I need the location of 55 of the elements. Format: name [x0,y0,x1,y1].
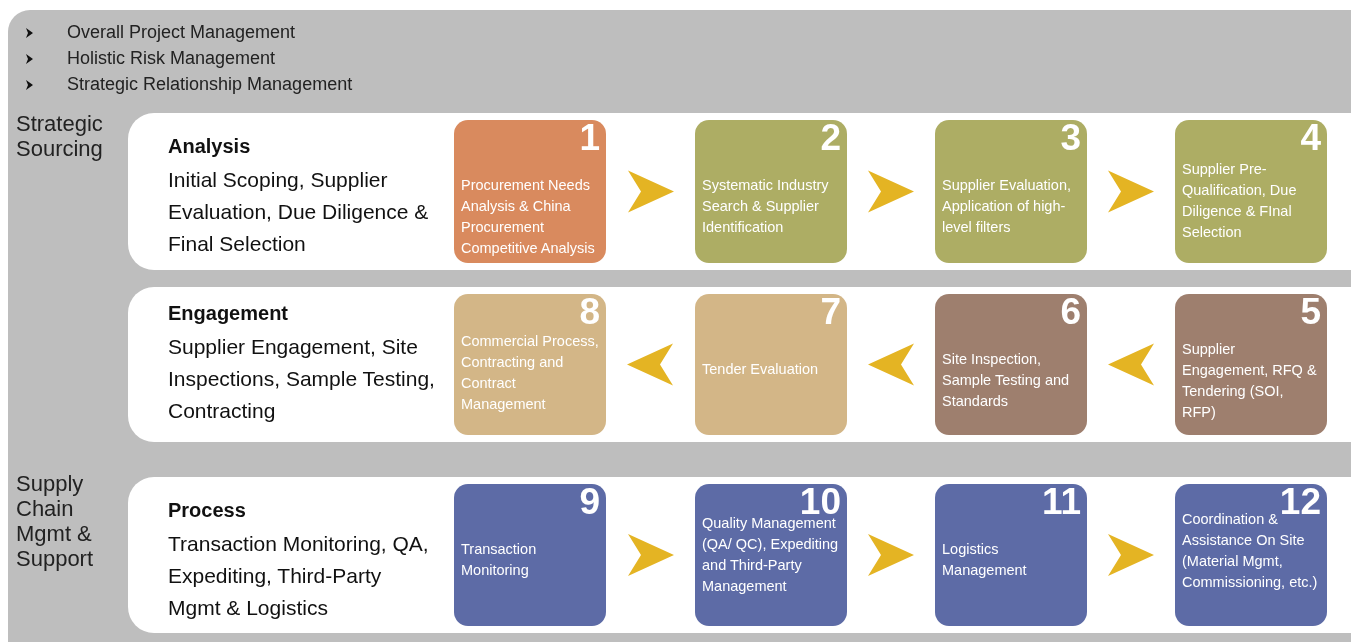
step-number: 1 [579,119,600,157]
step-number: 9 [579,483,600,521]
chevron-arrow [628,534,674,576]
step-number: 8 [579,293,600,331]
section-label: Strategic Sourcing [16,111,104,161]
step-box [1175,294,1327,435]
chevron-arrow [868,343,914,386]
phase-title: Process [168,499,247,522]
phase-band [128,477,1351,633]
step-box [454,294,606,435]
step-description: Supplier Pre-Qualification, Due Diligence & FInal Selection [1182,160,1298,242]
chevron-arrow [1108,534,1154,576]
phase-band [128,113,1351,270]
phase-description: Supplier Engagement, Site Inspections, Sample Testing, Contracting [168,334,436,424]
phase-title: Analysis [168,135,252,158]
step-box [695,484,847,626]
step-description: Procurement Needs Analysis & China Procurement Competitive Analysis [461,176,596,258]
step-box [454,120,606,263]
step-number: 3 [1060,119,1081,157]
section-label: Supply Chain Mgmt & Support [16,471,95,571]
chevron-arrow [1108,343,1154,386]
phase-title: Engagement [168,302,290,325]
chevron-arrow [868,534,914,576]
phase-band [128,287,1351,442]
step-box [1175,484,1327,626]
step-box [1175,120,1327,263]
bullet-text: Holistic Risk Management [67,48,276,69]
step-description: Supplier Engagement, RFQ & Tendering (SOI, RFP) [1182,340,1318,422]
chevron-arrow [628,170,674,213]
step-box [454,484,606,626]
step-description: Supplier Evaluation, Application of high-level filters [942,176,1072,237]
step-description: Site Inspection, Sample Testing and Standards [942,350,1071,411]
chevron-arrow [627,343,673,386]
step-number: 4 [1300,119,1321,157]
step-number: 7 [820,293,841,331]
step-number: 5 [1300,293,1321,331]
step-number: 11 [1041,483,1081,521]
step-description: Logistics Management [942,540,1028,580]
step-description: Commercial Process, Contracting and Contract Management [461,332,600,414]
step-number: 2 [820,119,841,157]
step-box [695,120,847,263]
chevron-arrow [1108,170,1154,213]
bullet-text: Strategic Relationship Management [67,74,353,95]
step-description: Systematic Industry Search & Supplier Identification [702,176,830,237]
step-box [695,294,847,435]
step-number: 6 [1060,293,1081,331]
chevron-arrow [868,170,914,213]
step-description: Tender Evaluation [702,360,820,379]
bullet-text: Overall Project Management [67,22,296,43]
phase-description: Initial Scoping, Supplier Evaluation, Due Diligence & Final Selection [168,167,430,257]
step-box [935,484,1087,626]
step-box [935,120,1087,263]
phase-description: Transaction Monitoring, QA, Expediting, Third-Party Mgmt & Logistics [168,531,430,621]
step-description: Transaction Monitoring [461,540,538,580]
step-box [935,294,1087,435]
